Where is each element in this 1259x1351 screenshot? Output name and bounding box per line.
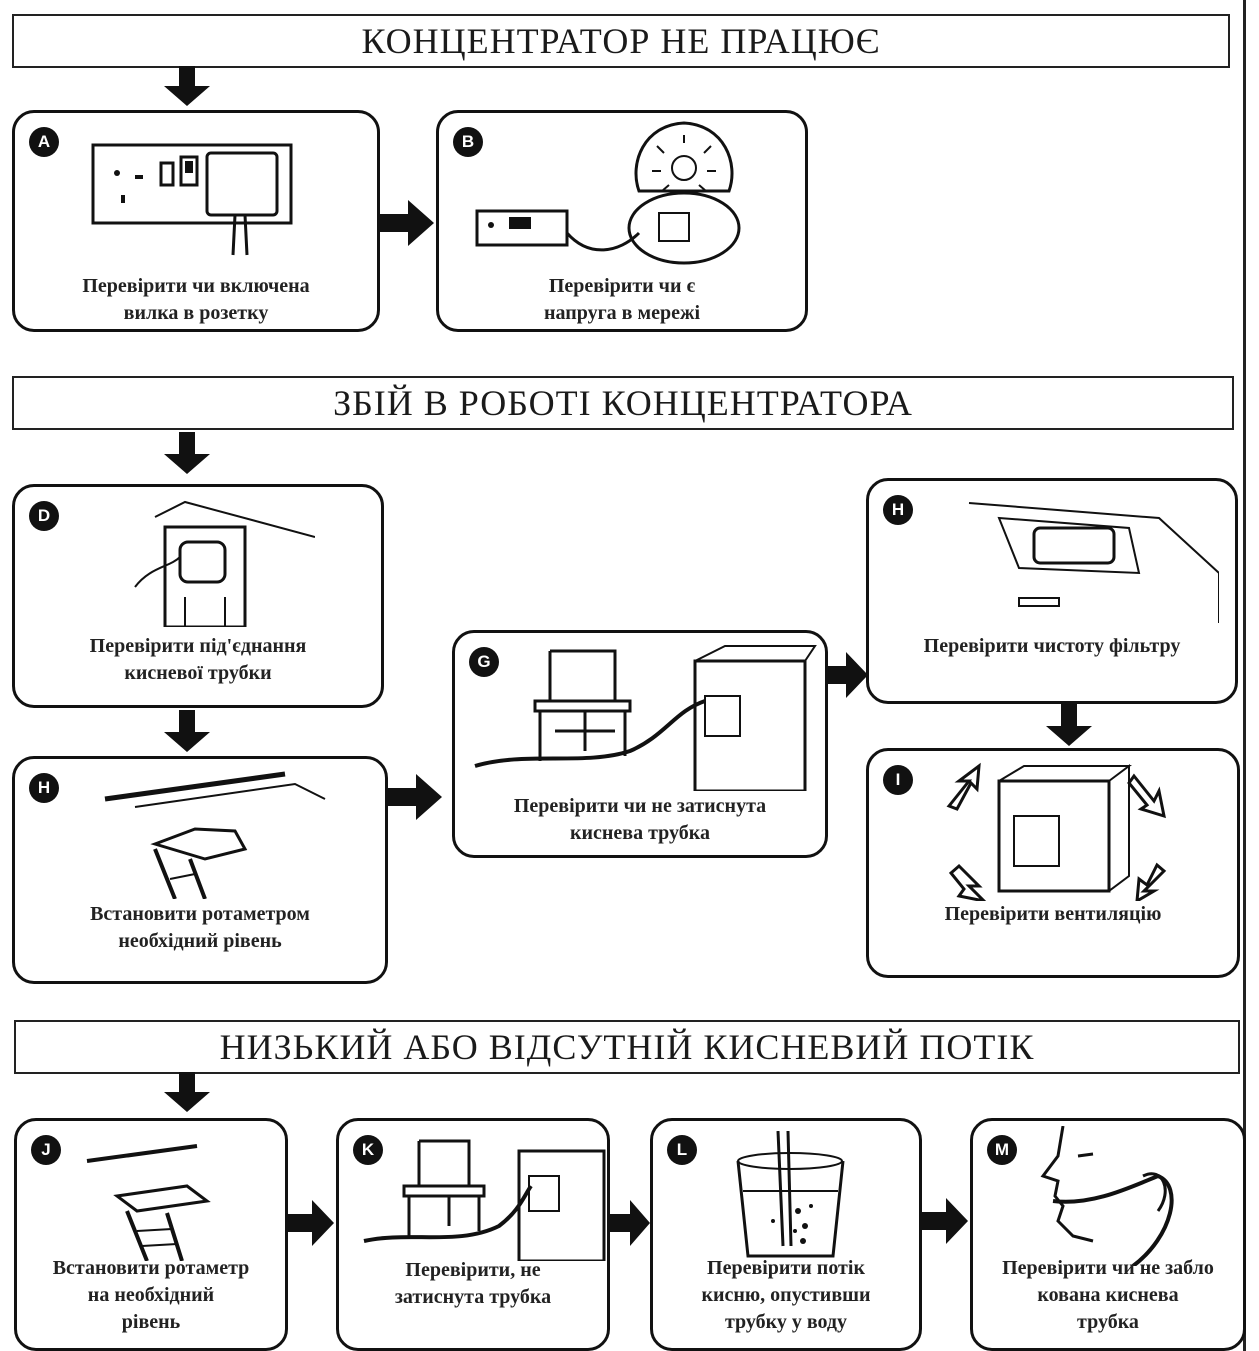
step-badge-k: K xyxy=(353,1135,383,1165)
step-caption-k: Перевірити, не затиснута трубка xyxy=(339,1257,607,1311)
flowmeter-adjust-illustration xyxy=(104,771,326,899)
arrow-down-h2-i xyxy=(1046,704,1092,746)
step-caption-j-line3: рівень xyxy=(121,1311,181,1333)
step-caption-i-line1: Перевірити вентиляцію xyxy=(944,903,1162,925)
step-caption-k-line2: затиснута трубка xyxy=(394,1286,552,1308)
step-caption-a-line1: Перевірити чи включена xyxy=(82,275,310,297)
step-badge-a: A xyxy=(29,127,59,157)
step-box-i: I Перевірити вентиляцію xyxy=(866,748,1240,978)
chair-on-tube-illustration xyxy=(474,645,817,791)
step-caption-m-line1: Перевірити чи не забло xyxy=(1002,1257,1214,1279)
step-caption-g: Перевірити чи не затиснута киснева трубк… xyxy=(455,793,825,847)
step-badge-i: I xyxy=(883,765,913,795)
chair-tube-check-illustration xyxy=(363,1139,606,1261)
step-box-m: M Перевірити чи не забло кована киснева … xyxy=(970,1118,1246,1351)
step-caption-h1-line1: Встановити ротаметром xyxy=(90,903,310,925)
step-caption-a: Перевірити чи включена вилка в розетку xyxy=(15,273,377,327)
step-caption-l-line1: Перевірити потік xyxy=(707,1257,865,1279)
arrow-down-s2 xyxy=(164,432,210,474)
arrow-right-a-b xyxy=(378,200,434,246)
right-border-line xyxy=(1243,0,1246,1351)
section-header-low-flow: НИЗЬКИЙ АБО ВІДСУТНІЙ КИСНЕВИЙ ПОТІК xyxy=(14,1020,1240,1074)
step-caption-l: Перевірити потік кисню, опустивши трубку… xyxy=(653,1255,919,1336)
step-box-g: G Перевірити чи не затиснута киснева тру… xyxy=(452,630,828,858)
step-box-j: J Встановити ротаметр на необхідний ріве… xyxy=(14,1118,288,1351)
step-caption-j-line1: Встановити ротаметр xyxy=(52,1257,250,1279)
lamp-and-socket-illustration xyxy=(475,121,741,265)
step-caption-h1-line2: необхідний рівень xyxy=(118,930,282,952)
step-caption-d: Перевірити під'єднання кисневої трубки xyxy=(15,633,381,687)
step-caption-m: Перевірити чи не забло кована киснева тр… xyxy=(973,1255,1243,1336)
concentrator-tube-connection-illustration xyxy=(134,500,315,627)
step-caption-i: Перевірити вентиляцію xyxy=(869,901,1237,928)
step-box-l: L Перевірити потік кисню, опустивши труб… xyxy=(650,1118,922,1351)
step-caption-h2-line1: Перевірити чистоту фільтру xyxy=(923,635,1181,657)
arrow-down-d-h xyxy=(164,710,210,752)
step-badge-l: L xyxy=(667,1135,697,1165)
step-badge-d: D xyxy=(29,501,59,531)
step-box-d: D Перевірити під'єднання кисневої трубки xyxy=(12,484,384,708)
step-caption-b: Перевірити чи є напруга в мережі xyxy=(439,273,805,327)
tube-in-water-illustration xyxy=(736,1131,845,1258)
step-box-b: B Перевірити чи є напруга в мережі xyxy=(436,110,808,332)
step-badge-h1: H xyxy=(29,773,59,803)
step-caption-k-line1: Перевірити, не xyxy=(405,1259,541,1281)
step-badge-j: J xyxy=(31,1135,61,1165)
step-box-h2: H Перевірити чистоту фільтру xyxy=(866,478,1238,704)
arrow-down-s3 xyxy=(164,1072,210,1112)
step-caption-m-line2: кована киснева xyxy=(1037,1284,1179,1306)
arrow-right-j-k xyxy=(288,1200,334,1246)
step-caption-b-line2: напруга в мережі xyxy=(543,302,701,324)
step-box-a: A Перевірити чи включена вилка в розетку xyxy=(12,110,380,332)
step-caption-m-line3: трубка xyxy=(1077,1311,1139,1333)
step-caption-b-line1: Перевірити чи є xyxy=(548,275,696,297)
step-box-k: K Перевірити, не затиснута трубка xyxy=(336,1118,610,1351)
arrow-right-g-h2 xyxy=(826,652,868,698)
step-caption-g-line2: киснева трубка xyxy=(569,822,710,844)
face-cannula-illustration xyxy=(1040,1126,1174,1266)
step-caption-l-line3: трубку у воду xyxy=(724,1311,848,1333)
step-caption-h2: Перевірити чистоту фільтру xyxy=(869,633,1235,660)
flowmeter-set-illustration xyxy=(86,1144,211,1261)
filter-check-illustration xyxy=(968,502,1219,623)
step-caption-g-line1: Перевірити чи не затиснута xyxy=(513,795,767,817)
arrow-right-l-m xyxy=(920,1198,968,1244)
step-badge-h2: H xyxy=(883,495,913,525)
arrow-right-h-g xyxy=(386,774,442,820)
step-caption-j: Встановити ротаметр на необхідний рівень xyxy=(17,1255,285,1336)
section-header-malfunction: ЗБІЙ В РОБОТІ КОНЦЕНТРАТОРА xyxy=(12,376,1234,430)
step-badge-b: B xyxy=(453,127,483,157)
step-caption-a-line2: вилка в розетку xyxy=(123,302,269,324)
step-caption-d-line1: Перевірити під'єднання xyxy=(89,635,307,657)
step-box-h1: H Встановити ротаметром необхідний рівен… xyxy=(12,756,388,984)
step-caption-l-line2: кисню, опустивши xyxy=(701,1284,871,1306)
step-badge-m: M xyxy=(987,1135,1017,1165)
arrow-down-s1 xyxy=(164,66,210,106)
step-caption-d-line2: кисневої трубки xyxy=(124,662,272,684)
step-caption-h1: Встановити ротаметром необхідний рівень xyxy=(15,901,385,955)
wall-socket-plug-illustration xyxy=(91,143,293,256)
ventilation-illustration xyxy=(946,762,1167,901)
section-header-not-working: КОНЦЕНТРАТОР НЕ ПРАЦЮЄ xyxy=(12,14,1230,68)
step-badge-g: G xyxy=(469,647,499,677)
step-caption-j-line2: на необхідний xyxy=(87,1284,215,1306)
arrow-right-k-l xyxy=(608,1200,650,1246)
